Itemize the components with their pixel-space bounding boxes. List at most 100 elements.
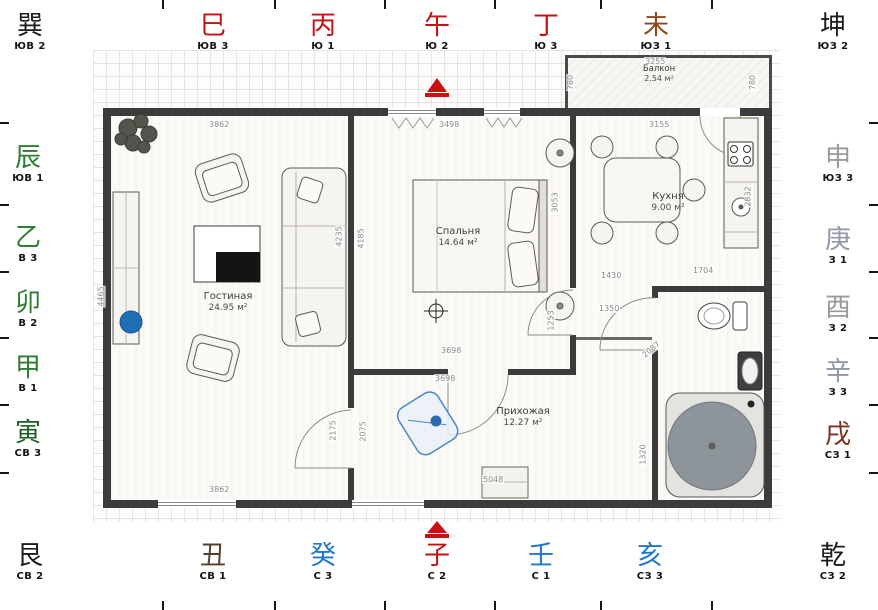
south-axis-marker-icon — [425, 78, 449, 97]
sector-tick — [869, 271, 878, 273]
compass-sector-s-1: 丙 Ю 1 — [310, 12, 336, 53]
sector-tick — [0, 404, 9, 406]
blue-circle-marker[interactable] — [119, 310, 143, 334]
balcony-floor — [568, 58, 769, 108]
dim-label: 2832 — [743, 185, 753, 208]
compass-direction-label: СВ 2 — [16, 571, 44, 582]
compass-sector-w-2: 酉 З 2 — [825, 294, 851, 335]
compass-direction-label: СЗ 2 — [819, 571, 847, 582]
compass-direction-label: ЮВ 1 — [12, 173, 44, 184]
dim-label: 780 — [566, 73, 576, 92]
armchair — [194, 153, 250, 203]
room-label-bedroom: Спальня 14.64 м² — [435, 226, 481, 248]
compass-hanzi: 乙 — [14, 223, 42, 253]
dim-label: 780 — [748, 73, 758, 92]
sector-tick — [0, 271, 9, 273]
compass-sector-nw-1: 戌 СЗ 1 — [825, 421, 851, 462]
armchair — [186, 334, 240, 382]
balcony-door-opening — [700, 108, 740, 116]
center-point-marker[interactable] — [424, 299, 448, 323]
dining-set — [590, 135, 706, 245]
sector-tick — [494, 601, 496, 610]
compass-direction-label: З 1 — [828, 255, 848, 266]
compass-sector-se-2: 巽 ЮВ 2 — [14, 12, 45, 53]
sector-tick — [162, 601, 164, 610]
compass-sector-sw-3: 申 ЮЗ 3 — [823, 144, 854, 185]
compass-hanzi: 申 — [824, 143, 852, 173]
room-label-living: Гостиная 24.95 м² — [203, 291, 253, 313]
sector-tick — [0, 472, 9, 474]
compass-direction-label: Ю 1 — [311, 41, 335, 52]
sector-tick — [869, 204, 878, 206]
sector-tick — [711, 601, 713, 610]
interior-walls — [348, 116, 772, 500]
compass-sector-sw-1: 未 ЮЗ 1 — [641, 12, 672, 53]
dim-label: 2175 — [328, 419, 338, 442]
compass-direction-label: ЮЗ 3 — [822, 173, 854, 184]
sector-tick — [494, 0, 496, 9]
tv-stand — [193, 225, 261, 283]
compass-hanzi: 酉 — [824, 293, 852, 323]
window — [388, 108, 436, 116]
compass-sector-s-3: 丁 Ю 3 — [533, 12, 559, 53]
dim-label: 1704 — [692, 266, 715, 275]
compass-hanzi: 丁 — [532, 11, 560, 41]
compass-direction-label: С 2 — [427, 571, 447, 582]
sector-tick — [869, 337, 878, 339]
room-label-kitchen: Кухня 9.00 м² — [651, 191, 685, 213]
outer-walls — [103, 108, 772, 508]
compass-sector-n-1: 壬 С 1 — [528, 542, 554, 583]
bedroom-door — [527, 289, 574, 336]
compass-sector-w-3: 辛 З 3 — [825, 358, 851, 399]
compass-hanzi: 亥 — [636, 541, 664, 571]
sector-tick — [0, 122, 9, 124]
compass-sector-nw-2: 乾 СЗ 2 — [820, 542, 846, 583]
sector-tick — [384, 601, 386, 610]
compass-hanzi: 艮 — [16, 541, 44, 571]
compass-sector-n-3: 癸 С 3 — [310, 542, 336, 583]
toilet — [697, 301, 748, 331]
dim-label: 4235 — [334, 225, 344, 248]
dim-label: 3862 — [208, 485, 231, 494]
stove — [727, 141, 754, 167]
compass-direction-label: З 2 — [828, 323, 848, 334]
dim-label: 3498 — [438, 120, 461, 129]
dim-label: 2075 — [358, 420, 368, 443]
bathtub — [665, 392, 765, 498]
compass-sector-se-1: 辰 ЮВ 1 — [12, 144, 43, 185]
compass-sector-s-2: 午 Ю 2 — [424, 12, 450, 53]
sector-tick — [711, 0, 713, 9]
plant — [114, 113, 158, 154]
sector-tick — [274, 0, 276, 9]
dim-label: 3155 — [648, 120, 671, 129]
compass-direction-label: СВ 1 — [199, 571, 227, 582]
dim-label: 1320 — [638, 443, 648, 466]
sector-tick — [600, 601, 602, 610]
compass-hanzi: 壬 — [527, 541, 555, 571]
compass-direction-label: Ю 2 — [425, 41, 449, 52]
sector-tick — [0, 337, 9, 339]
compass-direction-label: В 2 — [18, 318, 38, 329]
sector-tick — [869, 404, 878, 406]
compass-hanzi: 辛 — [824, 357, 852, 387]
compass-direction-label: В 1 — [18, 383, 38, 394]
compass-hanzi: 癸 — [309, 541, 337, 571]
bed — [412, 179, 548, 293]
compass-sector-se-3: 巳 ЮВ 3 — [197, 12, 228, 53]
sector-tick — [869, 122, 878, 124]
compass-direction-label: С 1 — [531, 571, 551, 582]
compass-sector-w-1: 庚 З 1 — [825, 226, 851, 267]
dim-label: 1350 — [598, 304, 621, 313]
compass-direction-label: ЮЗ 2 — [817, 41, 849, 52]
windows — [158, 108, 740, 508]
room-label-hallway: Прихожая 12.27 м² — [496, 406, 550, 428]
bathroom-sink — [737, 351, 763, 391]
compass-sector-n-2: 子 С 2 — [424, 542, 450, 583]
curtain-mark — [485, 117, 523, 128]
dim-label: 3698 — [440, 346, 463, 355]
sector-tick — [384, 0, 386, 9]
compass-hanzi: 未 — [642, 11, 670, 41]
blue-dot-marker[interactable] — [430, 415, 442, 427]
dim-label: 3255 — [644, 57, 667, 66]
